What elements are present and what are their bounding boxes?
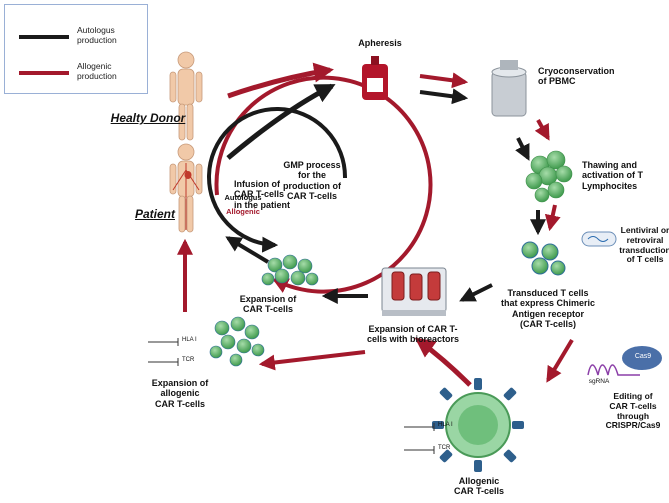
- blood-bag-icon: [362, 56, 388, 100]
- label-lentiviral: Lentiviral or retroviral transduction of…: [619, 225, 669, 265]
- label-infusion: Infusion of CAR T-cells in the patient: [234, 179, 290, 210]
- arrow-transduced-to-bioreactor: [459, 283, 493, 302]
- cryo-tank-icon: [491, 60, 527, 117]
- label-sgrna: sgRNA: [588, 378, 610, 385]
- label-healthy-donor: Healty Donor: [110, 111, 186, 125]
- label-allogenic-cells: Allogenic CAR T-cells: [453, 476, 504, 497]
- bioreactor-icon: [381, 267, 447, 316]
- lentiviral-vial-icon: [581, 231, 617, 247]
- center-circle-inner-black: [207, 107, 348, 253]
- expansion-cluster-icon: [261, 254, 319, 286]
- label-cas9: Cas9: [634, 353, 652, 360]
- flow-arrows: [177, 62, 574, 387]
- arrow-cryo-to-thaw-red: [534, 119, 550, 141]
- label-cryo: Cryoconservation of PBMC: [538, 66, 615, 87]
- center-circle-outer-red: [214, 75, 433, 294]
- thawing-cells-icon: [525, 150, 573, 203]
- label-tcr-allogenic: TCR: [438, 445, 451, 451]
- arrow-transduced-to-allogenic: [546, 338, 574, 383]
- label-autologus: Autologus: [224, 193, 262, 202]
- arrow-apheresis-to-cryo-black: [419, 88, 469, 105]
- crispr-cas9-icon: [587, 346, 662, 376]
- label-hla-allogenic: HLA I: [438, 422, 453, 428]
- label-patient: Patient: [134, 207, 175, 221]
- center-cycle: [207, 75, 433, 294]
- arrow-patient-to-apheresis: [226, 83, 336, 160]
- label-allogenic-cycle: Allogenic: [226, 207, 260, 216]
- label-expansion-allo: Expansion of allogenic CAR T-cells: [151, 378, 209, 409]
- arrow-thaw-to-transduced-red: [544, 204, 561, 232]
- label-bioreactors: Expansion of CAR T- cells with bioreacto…: [366, 324, 460, 345]
- arrow-bioreactor-to-expansion-allo: [258, 350, 366, 371]
- label-apheresis: Apheresis: [358, 38, 402, 48]
- arrow-donor-to-apheresis: [227, 62, 334, 99]
- transduced-cells-icon: [521, 241, 566, 276]
- legend-box: Autologus production Allogenic productio…: [4, 4, 148, 94]
- label-thawing: Thawing and activation of T Lymphocites: [582, 160, 644, 191]
- arrow-apheresis-to-cryo-red: [419, 72, 469, 89]
- legend-allogenic-label: Allogenic production: [77, 61, 117, 81]
- label-expansion: Expansion of CAR T-cells: [239, 294, 297, 315]
- label-editing: Editing of CAR T-cells through CRISPR/Ca…: [605, 391, 661, 431]
- allogenic-cell-icon: [432, 378, 524, 472]
- knockout-glyphs-allogenic: [404, 423, 435, 454]
- arrow-allogenic-to-bioreactor: [414, 337, 472, 387]
- healthy-donor-figure: [169, 51, 203, 141]
- knockout-glyphs-allo-expansion: [148, 338, 179, 366]
- label-center: GMP process for the production of CAR T-…: [283, 160, 341, 202]
- legend-autologous-swatch: [19, 35, 69, 39]
- arrow-cryo-to-thaw-black: [515, 137, 530, 161]
- expansion-allo-cluster-icon: [209, 316, 265, 367]
- patient-figure: [169, 143, 203, 233]
- legend-allogenic-swatch: [19, 71, 69, 75]
- label-tcr-allo-expansion: TCR: [182, 357, 195, 363]
- legend-autologous-label: Autologus production: [77, 25, 117, 45]
- arrow-expansion-to-patient: [225, 236, 270, 264]
- label-transduced: Transduced T cells that express Chimeric…: [500, 288, 596, 330]
- label-hla-allo-expansion: HLA I: [182, 337, 197, 343]
